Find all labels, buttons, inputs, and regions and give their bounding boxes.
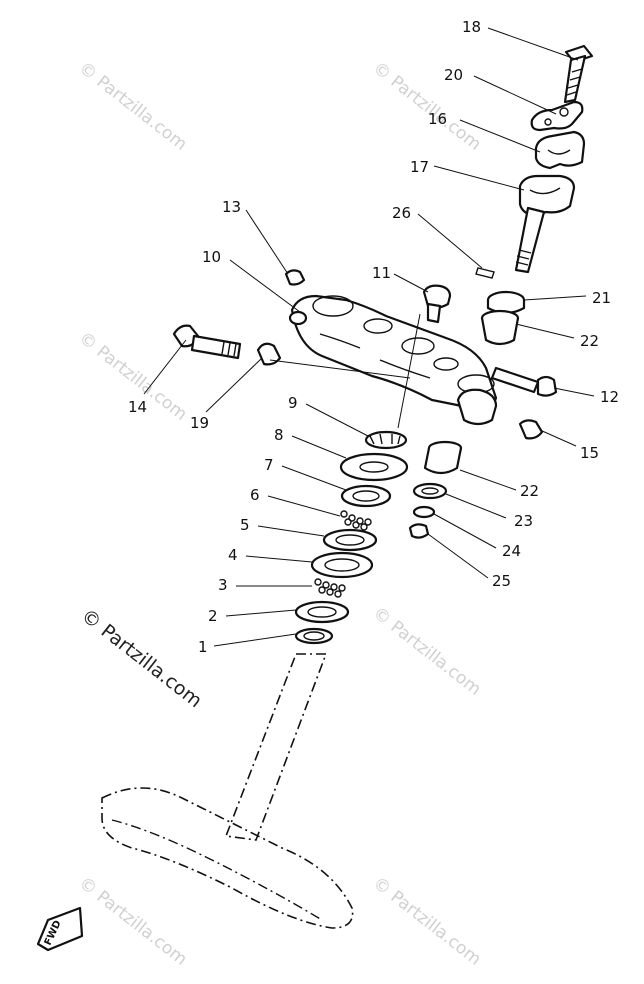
callout-20: 20	[444, 66, 463, 84]
part-14-bolt	[172, 324, 242, 360]
callout-7: 7	[264, 456, 274, 474]
callout-22-lower: 22	[520, 482, 539, 500]
part-19-cable-guide	[256, 342, 282, 366]
part-4-seal	[310, 551, 374, 579]
part-7-race	[340, 484, 392, 508]
leader-line	[245, 209, 289, 275]
part-22-bushing-upper	[480, 309, 520, 346]
part-9-ring-nut	[364, 430, 408, 450]
callout-16: 16	[428, 110, 447, 128]
watermark-dark-text: © Partzilla.com	[77, 605, 206, 713]
leader-line	[473, 75, 557, 115]
callout-17: 17	[410, 158, 429, 176]
leader-line	[213, 633, 297, 647]
callout-19: 19	[190, 414, 209, 432]
part-12-bolt	[490, 366, 558, 397]
callout-8: 8	[274, 426, 284, 444]
part-3-balls	[314, 578, 346, 598]
leader-line	[305, 403, 369, 437]
callout-18: 18	[462, 18, 481, 36]
part-15-nut	[518, 419, 544, 440]
callout-25: 25	[492, 572, 511, 590]
leader-line	[269, 359, 411, 379]
callout-22-upper: 22	[580, 332, 599, 350]
watermark-text: © Partzilla.com	[75, 873, 191, 970]
callout-labels: 18 20 16 17 26 13 10 11 21 22 12 14 19 1…	[128, 18, 619, 656]
callout-10: 10	[202, 248, 221, 266]
callout-5: 5	[240, 516, 250, 534]
part-10-upper-bracket	[288, 294, 498, 426]
leader-line	[523, 295, 587, 301]
part-5-race	[322, 528, 378, 552]
callout-15: 15	[580, 444, 599, 462]
steering-stem-phantom	[101, 653, 354, 929]
parts-layer: FWD	[36, 44, 594, 952]
leader-lines	[143, 27, 595, 647]
part-25-nut	[408, 523, 430, 539]
part-23-washer	[412, 482, 448, 500]
leader-line	[445, 493, 507, 519]
watermark-text: © Partzilla.com	[369, 58, 485, 155]
callout-4: 4	[228, 546, 238, 564]
callout-11: 11	[372, 264, 391, 282]
part-21-damper	[486, 290, 526, 315]
callout-21: 21	[592, 289, 611, 307]
part-24-washer	[412, 505, 436, 519]
leader-line	[433, 513, 497, 549]
leader-line	[459, 119, 541, 153]
leader-line	[515, 323, 575, 339]
leader-line	[393, 273, 429, 293]
leader-line	[433, 165, 525, 191]
leader-line	[487, 27, 579, 61]
part-13-collar	[284, 269, 306, 286]
callout-3: 3	[218, 576, 228, 594]
leader-line	[267, 495, 341, 517]
leader-line	[459, 469, 517, 491]
leader-line	[229, 259, 301, 313]
leader-line	[427, 533, 489, 579]
callout-26: 26	[392, 204, 411, 222]
watermark-text: © Partzilla.com	[75, 58, 191, 155]
part-1-seal	[294, 627, 334, 645]
callout-2: 2	[208, 607, 218, 625]
leader-line	[553, 387, 595, 397]
fwd-arrow: FWD	[36, 906, 84, 952]
part-2-race	[294, 600, 350, 624]
part-26-nut	[475, 267, 495, 279]
watermark-text: © Partzilla.com	[369, 873, 485, 970]
leader-line	[397, 313, 421, 429]
part-11-bolt	[422, 284, 452, 324]
callout-1: 1	[198, 638, 208, 656]
leader-line	[143, 339, 187, 395]
callout-6: 6	[250, 486, 260, 504]
leader-line	[205, 357, 263, 413]
leader-line	[417, 213, 483, 269]
part-20-plate	[530, 100, 584, 132]
leader-line	[539, 429, 577, 447]
part-6-balls	[340, 510, 372, 531]
leader-line	[257, 525, 325, 537]
callout-12: 12	[600, 388, 619, 406]
callout-13: 13	[222, 198, 241, 216]
watermark-text: © Partzilla.com	[369, 603, 485, 700]
callout-14: 14	[128, 398, 147, 416]
part-16-holder-upper	[534, 130, 586, 170]
callout-23: 23	[514, 512, 533, 530]
callout-9: 9	[288, 394, 298, 412]
leader-line	[291, 435, 347, 459]
part-22-bushing-lower	[423, 440, 463, 475]
part-8-washer	[339, 452, 409, 482]
part-17-holder-lower	[514, 174, 576, 274]
leader-line	[225, 609, 297, 617]
callout-24: 24	[502, 542, 521, 560]
leader-line	[281, 465, 347, 491]
leader-line	[245, 555, 313, 563]
part-18-bolt	[563, 44, 594, 104]
